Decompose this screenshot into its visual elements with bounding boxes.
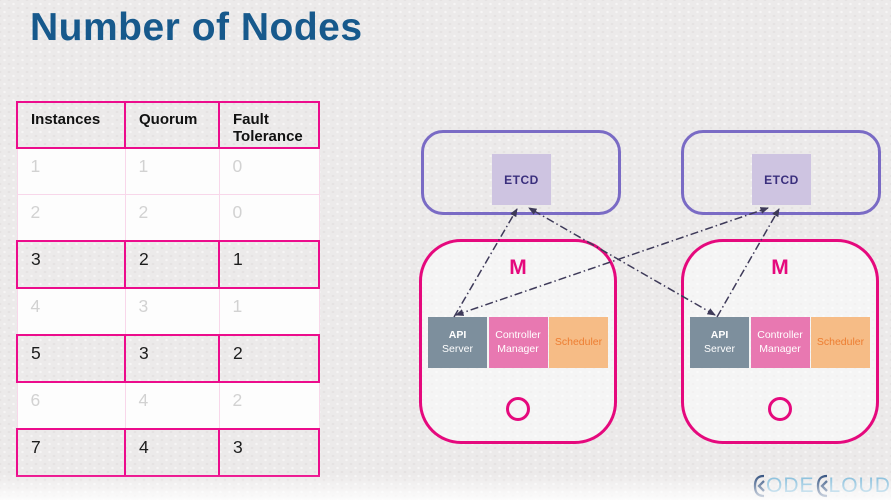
table-row: 2 2 0 <box>16 194 320 242</box>
cell-fault-tolerance: 2 <box>218 334 320 383</box>
table-row: 3 2 1 <box>16 240 320 289</box>
header-quorum: Quorum <box>124 101 220 149</box>
cell-quorum: 2 <box>124 240 220 289</box>
cell-fault-tolerance: 0 <box>218 147 320 195</box>
cell-instances: 7 <box>16 428 126 477</box>
cell-quorum: 4 <box>124 381 220 430</box>
etcd-box: ETCD <box>752 154 811 205</box>
cell-quorum: 3 <box>124 287 220 336</box>
kodekloud-k-icon <box>816 474 828 498</box>
table-row: 1 1 0 <box>16 147 320 195</box>
node-circle-icon <box>768 397 792 421</box>
controller-manager-label: Controller <box>495 328 541 341</box>
cell-instances: 1 <box>16 147 126 195</box>
api-server-box: API Server <box>690 317 749 368</box>
etcd-node-1: ETCD <box>421 130 621 215</box>
api-server-label: API <box>710 328 729 341</box>
scheduler-label: Scheduler <box>554 335 603 348</box>
master-node-1: M API Server Controller Manager Schedule… <box>419 239 617 444</box>
scheduler-box: Scheduler <box>811 317 870 368</box>
table-row: 4 3 1 <box>16 287 320 336</box>
master-node-2: M API Server Controller Manager Schedule… <box>681 239 879 444</box>
controller-manager-label: Controller <box>757 328 803 341</box>
controller-manager-box: Controller Manager <box>750 317 810 368</box>
api-server-label: API <box>448 328 467 341</box>
node-circle-icon <box>506 397 530 421</box>
table-row: 6 4 2 <box>16 381 320 430</box>
cell-fault-tolerance: 0 <box>218 194 320 242</box>
etcd-node-2: ETCD <box>681 130 881 215</box>
cell-instances: 3 <box>16 240 126 289</box>
scheduler-box: Scheduler <box>549 317 608 368</box>
cell-fault-tolerance: 1 <box>218 240 320 289</box>
logo-text: ODE <box>766 474 815 497</box>
cell-instances: 2 <box>16 194 126 242</box>
master-components: API Server Controller Manager Scheduler <box>684 317 876 368</box>
kodekloud-logo: ODE LOUD <box>752 473 891 499</box>
cell-quorum: 1 <box>124 147 220 195</box>
master-label: M <box>509 256 527 279</box>
cell-quorum: 2 <box>124 194 220 242</box>
cell-quorum: 4 <box>124 428 220 477</box>
etcd-box: ETCD <box>492 154 551 205</box>
master-components: API Server Controller Manager Scheduler <box>422 317 614 368</box>
page-title: Number of Nodes <box>30 6 363 49</box>
cell-instances: 6 <box>16 381 126 430</box>
cell-fault-tolerance: 1 <box>218 287 320 336</box>
table-row: 5 3 2 <box>16 334 320 383</box>
table-header-row: Instances Quorum Fault Tolerance <box>16 101 320 149</box>
table-row: 7 4 3 <box>16 428 320 477</box>
kodekloud-k-icon <box>753 474 765 498</box>
controller-manager-box: Controller Manager <box>488 317 548 368</box>
cell-instances: 5 <box>16 334 126 383</box>
header-instances: Instances <box>16 101 126 149</box>
cell-fault-tolerance: 2 <box>218 381 320 430</box>
cell-fault-tolerance: 3 <box>218 428 320 477</box>
cell-instances: 4 <box>16 287 126 336</box>
master-label: M <box>771 256 789 279</box>
logo-text: LOUD <box>828 474 891 497</box>
scheduler-label: Scheduler <box>816 335 865 348</box>
cell-quorum: 3 <box>124 334 220 383</box>
quorum-table: Instances Quorum Fault Tolerance 1 1 0 2… <box>16 101 320 477</box>
header-fault-tolerance: Fault Tolerance <box>218 101 320 149</box>
api-server-box: API Server <box>428 317 487 368</box>
